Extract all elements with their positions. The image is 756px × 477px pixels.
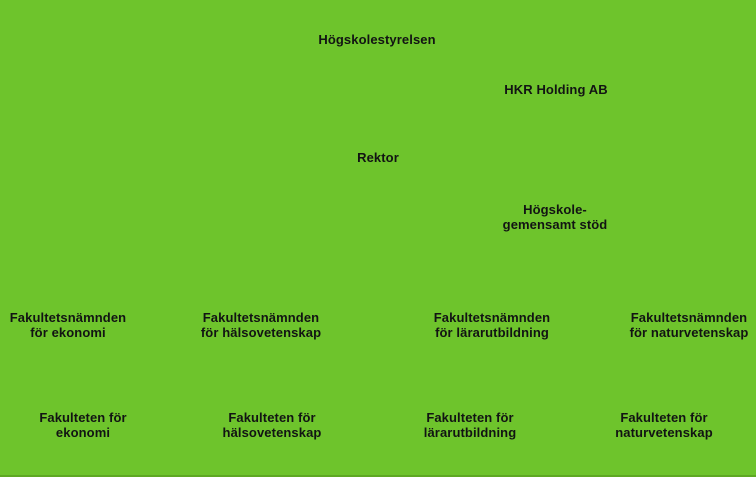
- org-node-fakulteten-lararutbildning: Fakulteten för lärarutbildning: [424, 410, 517, 440]
- org-node-hkr-holding-ab: HKR Holding AB: [504, 82, 607, 97]
- bottom-edge-divider: [0, 475, 756, 477]
- org-node-label-line2: lärarutbildning: [423, 425, 517, 440]
- org-node-label-line2: för hälsovetenskap: [200, 325, 322, 340]
- org-node-fakultetsnamnden-ekonomi: Fakultetsnämnden för ekonomi: [10, 310, 126, 340]
- org-node-rektor: Rektor: [357, 150, 399, 165]
- org-node-hogskolegemensamt-stod: Högskole- gemensamt stöd: [503, 202, 608, 232]
- org-node-label: Rektor: [357, 150, 399, 165]
- org-node-label-line2: naturvetenskap: [615, 425, 713, 440]
- org-node-label-line2: ekonomi: [55, 425, 111, 440]
- org-node-label-line2: hälsovetenskap: [222, 425, 322, 440]
- org-node-label-line1: Fakultetsnämnden: [9, 310, 127, 325]
- org-node-label-line2: för lärarutbildning: [435, 325, 549, 340]
- org-node-label-line1: Fakulteten för: [228, 410, 316, 425]
- org-node-label: HKR Holding AB: [504, 82, 608, 97]
- org-node-label-line2: för naturvetenskap: [629, 325, 749, 340]
- org-node-label-line2: för ekonomi: [30, 325, 106, 340]
- org-node-label-line1: Högskole-: [523, 202, 587, 217]
- org-node-fakulteten-halsovetenskap: Fakulteten för hälsovetenskap: [223, 410, 322, 440]
- org-node-label-line2: gemensamt stöd: [502, 217, 608, 232]
- org-node-fakultetsnamnden-halsovetenskap: Fakultetsnämnden för hälsovetenskap: [201, 310, 321, 340]
- org-node-label-line1: Fakulteten för: [426, 410, 514, 425]
- org-node-fakulteten-ekonomi: Fakulteten för ekonomi: [39, 410, 126, 440]
- org-node-hogskolestyrelsen: Högskolestyrelsen: [318, 32, 435, 47]
- org-node-fakulteten-naturvetenskap: Fakulteten för naturvetenskap: [615, 410, 713, 440]
- org-node-label-line1: Fakultetsnämnden: [433, 310, 551, 325]
- org-node-label-line1: Fakultetsnämnden: [202, 310, 320, 325]
- org-node-label: Högskolestyrelsen: [318, 32, 436, 47]
- org-node-label-line1: Fakulteten för: [39, 410, 127, 425]
- org-node-fakultetsnamnden-lararutbildning: Fakultetsnämnden för lärarutbildning: [434, 310, 550, 340]
- org-node-label-line1: Fakulteten för: [620, 410, 708, 425]
- org-node-fakultetsnamnden-naturvetenskap: Fakultetsnämnden för naturvetenskap: [630, 310, 749, 340]
- org-node-label-line1: Fakultetsnämnden: [630, 310, 748, 325]
